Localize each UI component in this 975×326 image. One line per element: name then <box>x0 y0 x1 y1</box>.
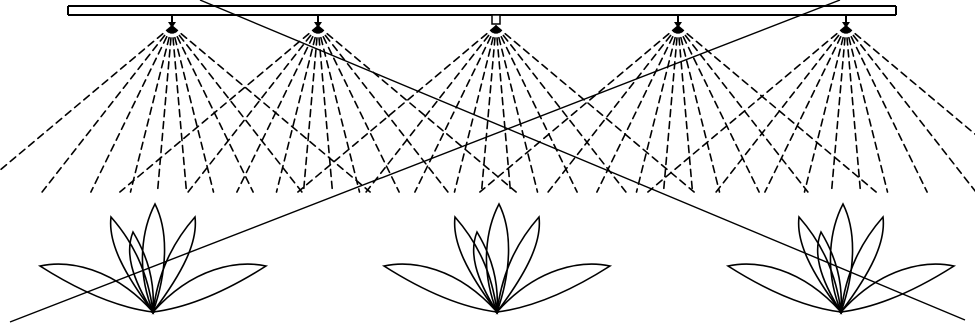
cross-line-descending <box>200 0 965 320</box>
lotus-petal <box>497 217 539 312</box>
lotus-plant <box>40 204 266 312</box>
spray-line <box>172 26 370 192</box>
spray-line <box>765 26 846 192</box>
spray-line <box>597 26 678 192</box>
spray-line <box>846 26 927 192</box>
spray-line <box>91 26 172 192</box>
spray-line <box>846 26 975 192</box>
spray-line <box>480 26 678 192</box>
spray-line <box>637 26 679 192</box>
sprinkler <box>298 15 694 192</box>
spray-line <box>318 26 448 192</box>
spray-line <box>120 26 318 192</box>
spray-line <box>805 26 847 192</box>
spray-line <box>548 26 678 192</box>
spray-line <box>496 26 577 192</box>
spray-line <box>42 26 172 192</box>
nozzle-box <box>492 15 500 24</box>
spray-line <box>415 26 496 192</box>
spray-line <box>496 26 694 192</box>
spray-line <box>0 26 172 192</box>
spray-line <box>846 26 888 192</box>
spray-line <box>277 26 319 192</box>
spray-line <box>678 26 759 192</box>
lotus-plant <box>728 204 954 312</box>
spray-groups <box>0 15 975 192</box>
spray-line <box>131 26 173 192</box>
spray-line <box>496 26 538 192</box>
cross-line-ascending <box>10 0 840 322</box>
lotus-plant <box>384 204 610 312</box>
sprinkler <box>480 15 876 192</box>
lotus-petal <box>841 217 883 312</box>
overhead-pipe <box>68 6 896 15</box>
spray-line <box>298 26 496 192</box>
spray-line <box>716 26 846 192</box>
spray-line <box>318 26 399 192</box>
spray-line <box>678 26 720 192</box>
spray-line <box>678 26 808 192</box>
spray-line <box>366 26 496 192</box>
spray-line <box>318 26 360 192</box>
spray-line <box>318 26 516 192</box>
spray-line <box>237 26 318 192</box>
spray-line <box>172 26 253 192</box>
